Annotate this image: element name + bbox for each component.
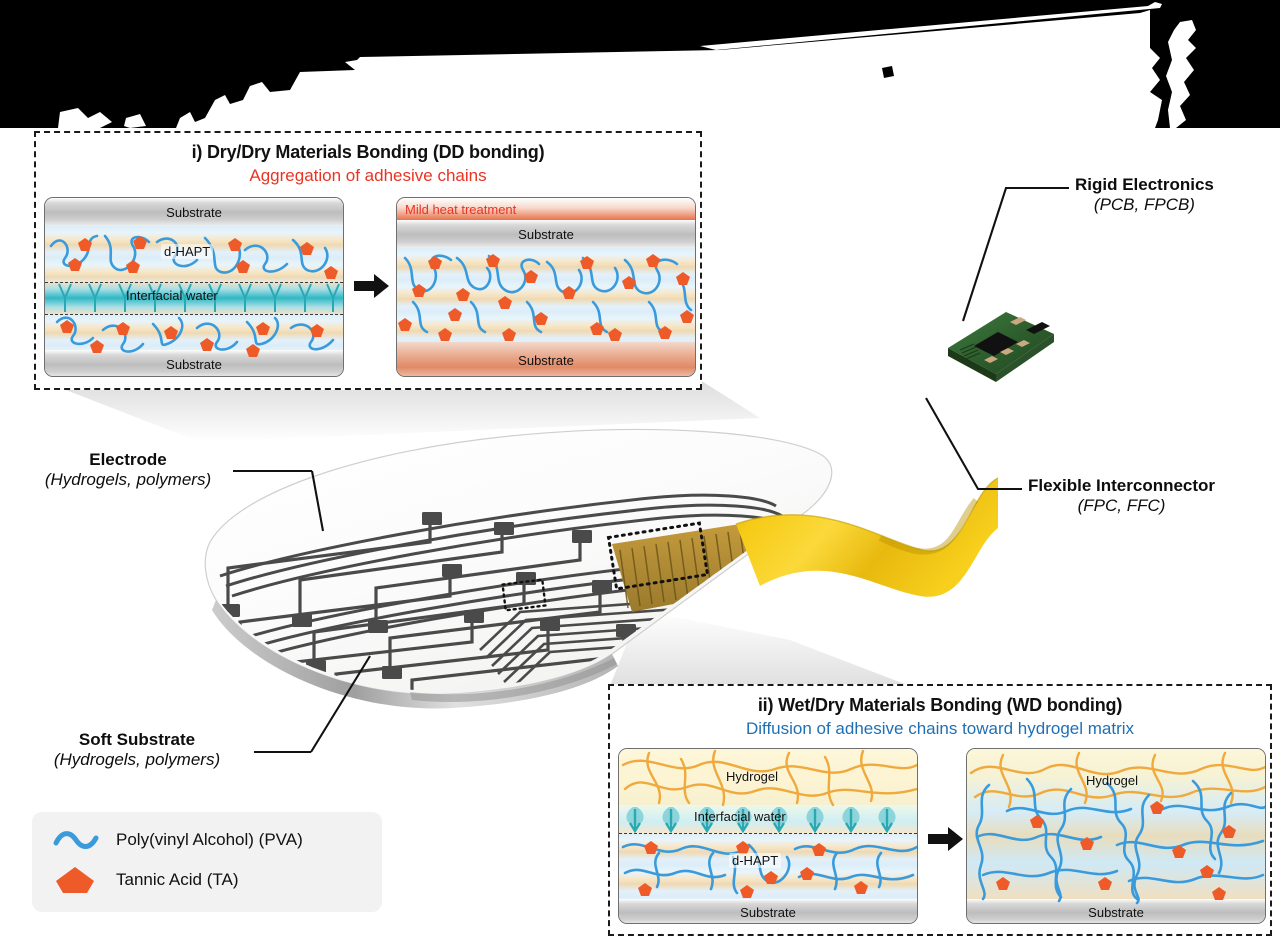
annotation-electrode: Electrode (Hydrogels, polymers) — [22, 450, 234, 490]
dd-right-top-substrate: Substrate — [397, 220, 695, 248]
dd-right-bottom-substrate: Substrate — [397, 342, 695, 376]
wd-right-hydrogel-label: Hydrogel — [1086, 773, 1139, 788]
annotation-rigid-electronics: Rigid Electronics (PCB, FPCB) — [1075, 175, 1214, 215]
annotation-soft-substrate: Soft Substrate (Hydrogels, polymers) — [20, 730, 254, 770]
flexible-interconnector-title: Flexible Interconnector — [1028, 476, 1216, 495]
rigid-electronics-detail: (PCB, FPCB) — [1093, 195, 1195, 214]
wd-right-substrate: Substrate — [967, 899, 1265, 923]
wd-left-substrate: Substrate — [619, 899, 917, 923]
legend-label-pva: Poly(vinyl Alcohol) (PVA) — [116, 830, 303, 849]
legend-item-pva: Poly(vinyl Alcohol) (PVA) — [32, 829, 382, 851]
dd-panel-connector-shadow — [40, 380, 760, 442]
wd-left-adhesive-label: d-HAPT — [729, 853, 782, 868]
flexible-interconnector-detail: (FPC, FFC) — [1077, 496, 1166, 515]
electrode-title: Electrode — [89, 450, 167, 469]
dd-left-interface-line-top — [45, 282, 343, 283]
dd-left-cell: Substrate Substrate — [44, 197, 344, 377]
rigid-electronics-title: Rigid Electronics — [1075, 175, 1214, 194]
panel-dd-bonding: i) Dry/Dry Materials Bonding (DD bonding… — [34, 131, 702, 390]
dd-right-cell: Mild heat treatment Substrate Substrate — [396, 197, 696, 377]
wd-panel-subtitle: Diffusion of adhesive chains toward hydr… — [745, 719, 1135, 738]
wd-left-interface-line — [619, 833, 917, 834]
legend-label-ta: Tannic Acid (TA) — [116, 870, 239, 889]
dd-left-interface-line-bottom — [45, 314, 343, 315]
soft-substrate-title: Soft Substrate — [78, 730, 196, 749]
wd-panel-title: ii) Wet/Dry Materials Bonding (WD bondin… — [757, 695, 1123, 715]
flexible-sensor-device — [204, 428, 999, 709]
dd-bonding-zoom-marker — [606, 521, 710, 591]
pentagon-glyph-icon — [56, 867, 94, 893]
top-mask-region — [0, 0, 1280, 128]
dd-left-adhesive-label: d-HAPT — [161, 244, 214, 259]
wd-right-cell: Substrate — [966, 748, 1266, 924]
rigid-pcb-board — [948, 312, 1054, 382]
wd-left-cell: Substrate — [618, 748, 918, 924]
panel-wd-bonding: ii) Wet/Dry Materials Bonding (WD bondin… — [608, 684, 1272, 936]
dd-right-merged-adhesive — [397, 248, 695, 342]
wd-left-interfacial-water-label: Interfacial water — [694, 809, 786, 824]
wd-left-hydrogel-label: Hydrogel — [726, 769, 779, 784]
dd-left-bottom-substrate: Substrate — [45, 350, 343, 376]
dd-left-top-substrate: Substrate — [45, 198, 343, 226]
wd-bonding-zoom-marker — [501, 578, 547, 612]
wave-glyph-icon — [53, 831, 99, 849]
dd-transition-arrow — [354, 274, 389, 298]
legend-box: Poly(vinyl Alcohol) (PVA) Tannic Acid (T… — [32, 812, 382, 912]
wd-transition-arrow — [928, 827, 963, 851]
legend-item-ta: Tannic Acid (TA) — [32, 865, 382, 895]
soft-substrate-detail: (Hydrogels, polymers) — [53, 750, 221, 769]
dd-right-heat-label: Mild heat treatment — [397, 198, 695, 220]
dd-panel-subtitle: Aggregation of adhesive chains — [249, 166, 487, 185]
annotation-flexible-interconnector: Flexible Interconnector (FPC, FFC) — [1028, 476, 1215, 516]
electrode-detail: (Hydrogels, polymers) — [44, 470, 212, 489]
dd-left-interfacial-water-label: Interfacial water — [126, 288, 218, 303]
wd-panel-connector-shadow — [610, 610, 910, 686]
dd-panel-title: i) Dry/Dry Materials Bonding (DD bonding… — [191, 142, 545, 162]
